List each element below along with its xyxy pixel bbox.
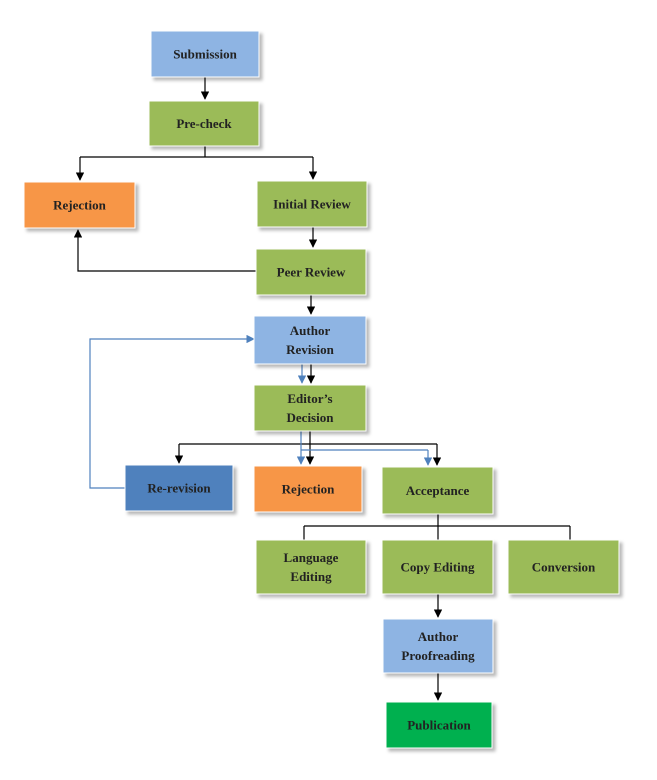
- node-box: [253, 384, 367, 432]
- node-box: [256, 180, 368, 228]
- node-label-line: Initial Review: [273, 197, 351, 212]
- node-label-line: Acceptance: [406, 483, 470, 498]
- node-box: [382, 618, 494, 674]
- node-label-line: Submission: [173, 47, 237, 62]
- node-box: [255, 248, 367, 296]
- node-box: [381, 539, 494, 595]
- node-label-line: Rejection: [282, 482, 335, 497]
- node-label-line: Conversion: [532, 560, 596, 575]
- node-box: [150, 30, 260, 78]
- node-acceptance: Acceptance: [381, 466, 494, 515]
- node-label-line: Author: [290, 323, 331, 338]
- node-box: [253, 315, 367, 365]
- node-precheck: Pre-check: [148, 100, 260, 147]
- node-initial-review: Initial Review: [256, 180, 368, 228]
- node-label-line: Rejection: [53, 198, 106, 213]
- node-label-line: Proofreading: [401, 648, 475, 663]
- node-box: [148, 100, 260, 147]
- node-label-line: Re-revision: [147, 481, 211, 496]
- node-label-line: Decision: [287, 410, 335, 425]
- node-label-line: Language: [284, 550, 339, 565]
- connectors: [73, 77, 571, 701]
- node-submission: Submission: [150, 30, 260, 78]
- node-rejection1: Rejection: [23, 181, 136, 229]
- edge-rerevision-to-author-revision: [89, 334, 255, 489]
- node-copy-editing: Copy Editing: [381, 539, 494, 595]
- node-label-line: Editing: [290, 569, 332, 584]
- node-label-line: Copy Editing: [400, 560, 475, 575]
- node-label-line: Pre-check: [176, 116, 232, 131]
- node-box: [23, 181, 136, 229]
- node-label-line: Peer Review: [277, 265, 346, 280]
- node-label-line: Author: [418, 629, 459, 644]
- node-label-line: Publication: [407, 718, 471, 733]
- node-box: [255, 539, 367, 595]
- node-publication: Publication: [385, 701, 493, 749]
- node-label-line: Revision: [286, 342, 334, 357]
- node-box: [507, 539, 620, 595]
- node-box: [124, 464, 234, 512]
- node-label-line: Editor’s: [287, 391, 332, 406]
- node-box: [385, 701, 493, 749]
- node-box: [253, 465, 363, 513]
- node-conversion: Conversion: [507, 539, 620, 595]
- node-box: [381, 466, 494, 515]
- node-rerevision: Re-revision: [124, 464, 234, 512]
- edge-peer-review-to-rejection: [73, 229, 256, 272]
- node-peer-review: Peer Review: [255, 248, 367, 296]
- node-rejection2: Rejection: [253, 465, 363, 513]
